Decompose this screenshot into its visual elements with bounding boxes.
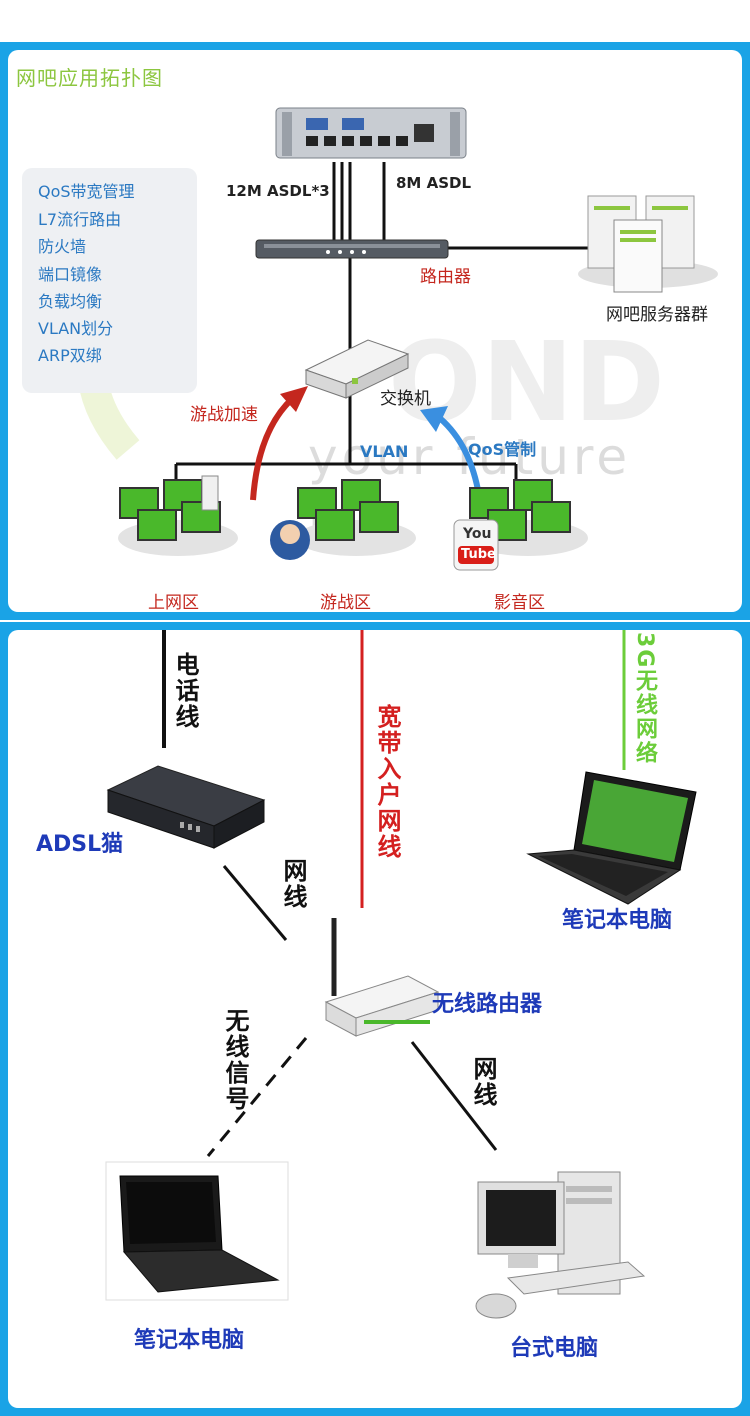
vlan-label: VLAN	[360, 442, 409, 461]
pc-cluster-media-icon	[453, 479, 588, 571]
page-title: 网吧应用拓扑图	[16, 66, 163, 90]
home-network-panel: 电话线 宽带入户网线 3G无线网络 ADSL猫 网线 笔记本电脑	[0, 622, 750, 1416]
server-group-label: 网吧服务器群	[606, 305, 708, 325]
feature-list	[22, 168, 197, 393]
youtube-logo-text-top: You	[463, 526, 492, 542]
wireless-router-label: 无线路由器	[432, 992, 543, 1017]
youtube-logo-text-bottom: Tube	[461, 547, 496, 562]
topology-panel: your future life OND 网吧应用拓扑图 QoS带宽管理 L7流…	[0, 42, 750, 620]
feature-item: QoS带宽管理	[38, 182, 135, 201]
switch-device-icon	[304, 339, 410, 399]
laptop-bottom-label: 笔记本电脑	[134, 1328, 245, 1353]
server-group-icon	[578, 195, 718, 293]
phone-line-label: 电话线	[171, 652, 199, 730]
topology-panel-inner: your future life OND 网吧应用拓扑图 QoS带宽管理 L7流…	[8, 50, 742, 612]
laptop-bottom-icon	[105, 1161, 289, 1301]
desktop-label: 台式电脑	[510, 1336, 599, 1361]
feature-item: 端口镜像	[38, 265, 103, 284]
zone-label-media: 影音区	[494, 593, 545, 612]
desktop-computer-icon	[475, 1171, 646, 1319]
laptop-top-label: 笔记本电脑	[562, 908, 673, 933]
zone-label-gaming: 游战区	[320, 593, 371, 612]
laptop-top-icon	[526, 771, 697, 905]
pc-cluster-gaming-icon	[270, 479, 416, 560]
adsl-modem-icon	[106, 765, 266, 849]
pc-cluster-internet-icon	[118, 475, 238, 556]
line-label-12m: 12M ASDL*3	[226, 182, 330, 200]
router-device-icon	[255, 239, 449, 259]
feature-item: 负载均衡	[38, 292, 103, 311]
router-label: 路由器	[420, 267, 471, 287]
pc-clusters	[118, 475, 588, 571]
cable-label-modem: 网线	[279, 858, 307, 910]
topology-lines	[174, 162, 588, 501]
home-network-panel-inner: 电话线 宽带入户网线 3G无线网络 ADSL猫 网线 笔记本电脑	[8, 630, 742, 1408]
zone-label-internet: 上网区	[148, 593, 199, 612]
cable-label-desktop: 网线	[469, 1056, 497, 1108]
feature-item: 防火墙	[38, 237, 87, 256]
wireless-3g-label: 3G无线网络	[632, 632, 657, 766]
game-speed-label: 游战加速	[190, 405, 258, 425]
line-label-8m: 8M ASDL	[396, 174, 472, 192]
wireless-router-icon	[324, 918, 440, 1037]
home-network-lines	[162, 630, 626, 1157]
qos-label: QoS管制	[468, 440, 537, 459]
gateway-device-icon	[275, 107, 467, 159]
feature-item: VLAN划分	[38, 319, 114, 338]
broadband-line-label: 宽带入户网线	[373, 704, 401, 860]
feature-item: L7流行路由	[38, 210, 122, 229]
adsl-modem-label: ADSL猫	[36, 832, 124, 857]
feature-item: ARP双绑	[38, 346, 102, 365]
switch-label: 交换机	[380, 389, 431, 409]
wireless-signal-label: 无线信号	[221, 1008, 249, 1112]
